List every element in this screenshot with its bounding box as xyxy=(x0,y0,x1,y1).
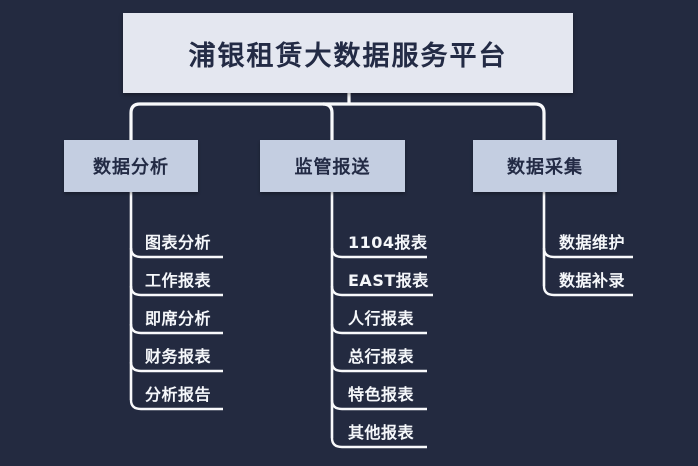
branch-data-collection: 数据采集 xyxy=(473,140,617,192)
leaf-financial-reports: 财务报表 xyxy=(145,347,212,366)
leaf-head-office-reports: 总行报表 xyxy=(348,347,415,366)
leaf-special-reports: 特色报表 xyxy=(348,385,415,404)
leaf-analysis-reports: 分析报告 xyxy=(145,385,212,404)
root-node: 浦银租赁大数据服务平台 xyxy=(123,13,573,93)
branch-data-collection-label: 数据采集 xyxy=(507,157,583,178)
leaf-work-reports: 工作报表 xyxy=(145,271,212,290)
root-node-label: 浦银租赁大数据服务平台 xyxy=(188,40,508,72)
leaf-chart-analysis: 图表分析 xyxy=(145,233,212,252)
leaf-adhoc-analysis: 即席分析 xyxy=(145,309,212,328)
branch-data-analysis-label: 数据分析 xyxy=(93,157,169,178)
leaf-pboc-reports: 人行报表 xyxy=(348,309,415,328)
leaf-data-supplement: 数据补录 xyxy=(559,271,626,290)
leaf-report-1104: 1104报表 xyxy=(348,233,428,252)
leaf-other-reports: 其他报表 xyxy=(348,423,415,442)
branch-data-analysis: 数据分析 xyxy=(64,140,198,192)
branch-regulatory-reporting: 监管报送 xyxy=(260,140,405,192)
branch-regulatory-reporting-label: 监管报送 xyxy=(294,157,371,178)
leaf-report-east: EAST报表 xyxy=(348,271,429,290)
leaf-data-maintenance: 数据维护 xyxy=(559,233,626,252)
